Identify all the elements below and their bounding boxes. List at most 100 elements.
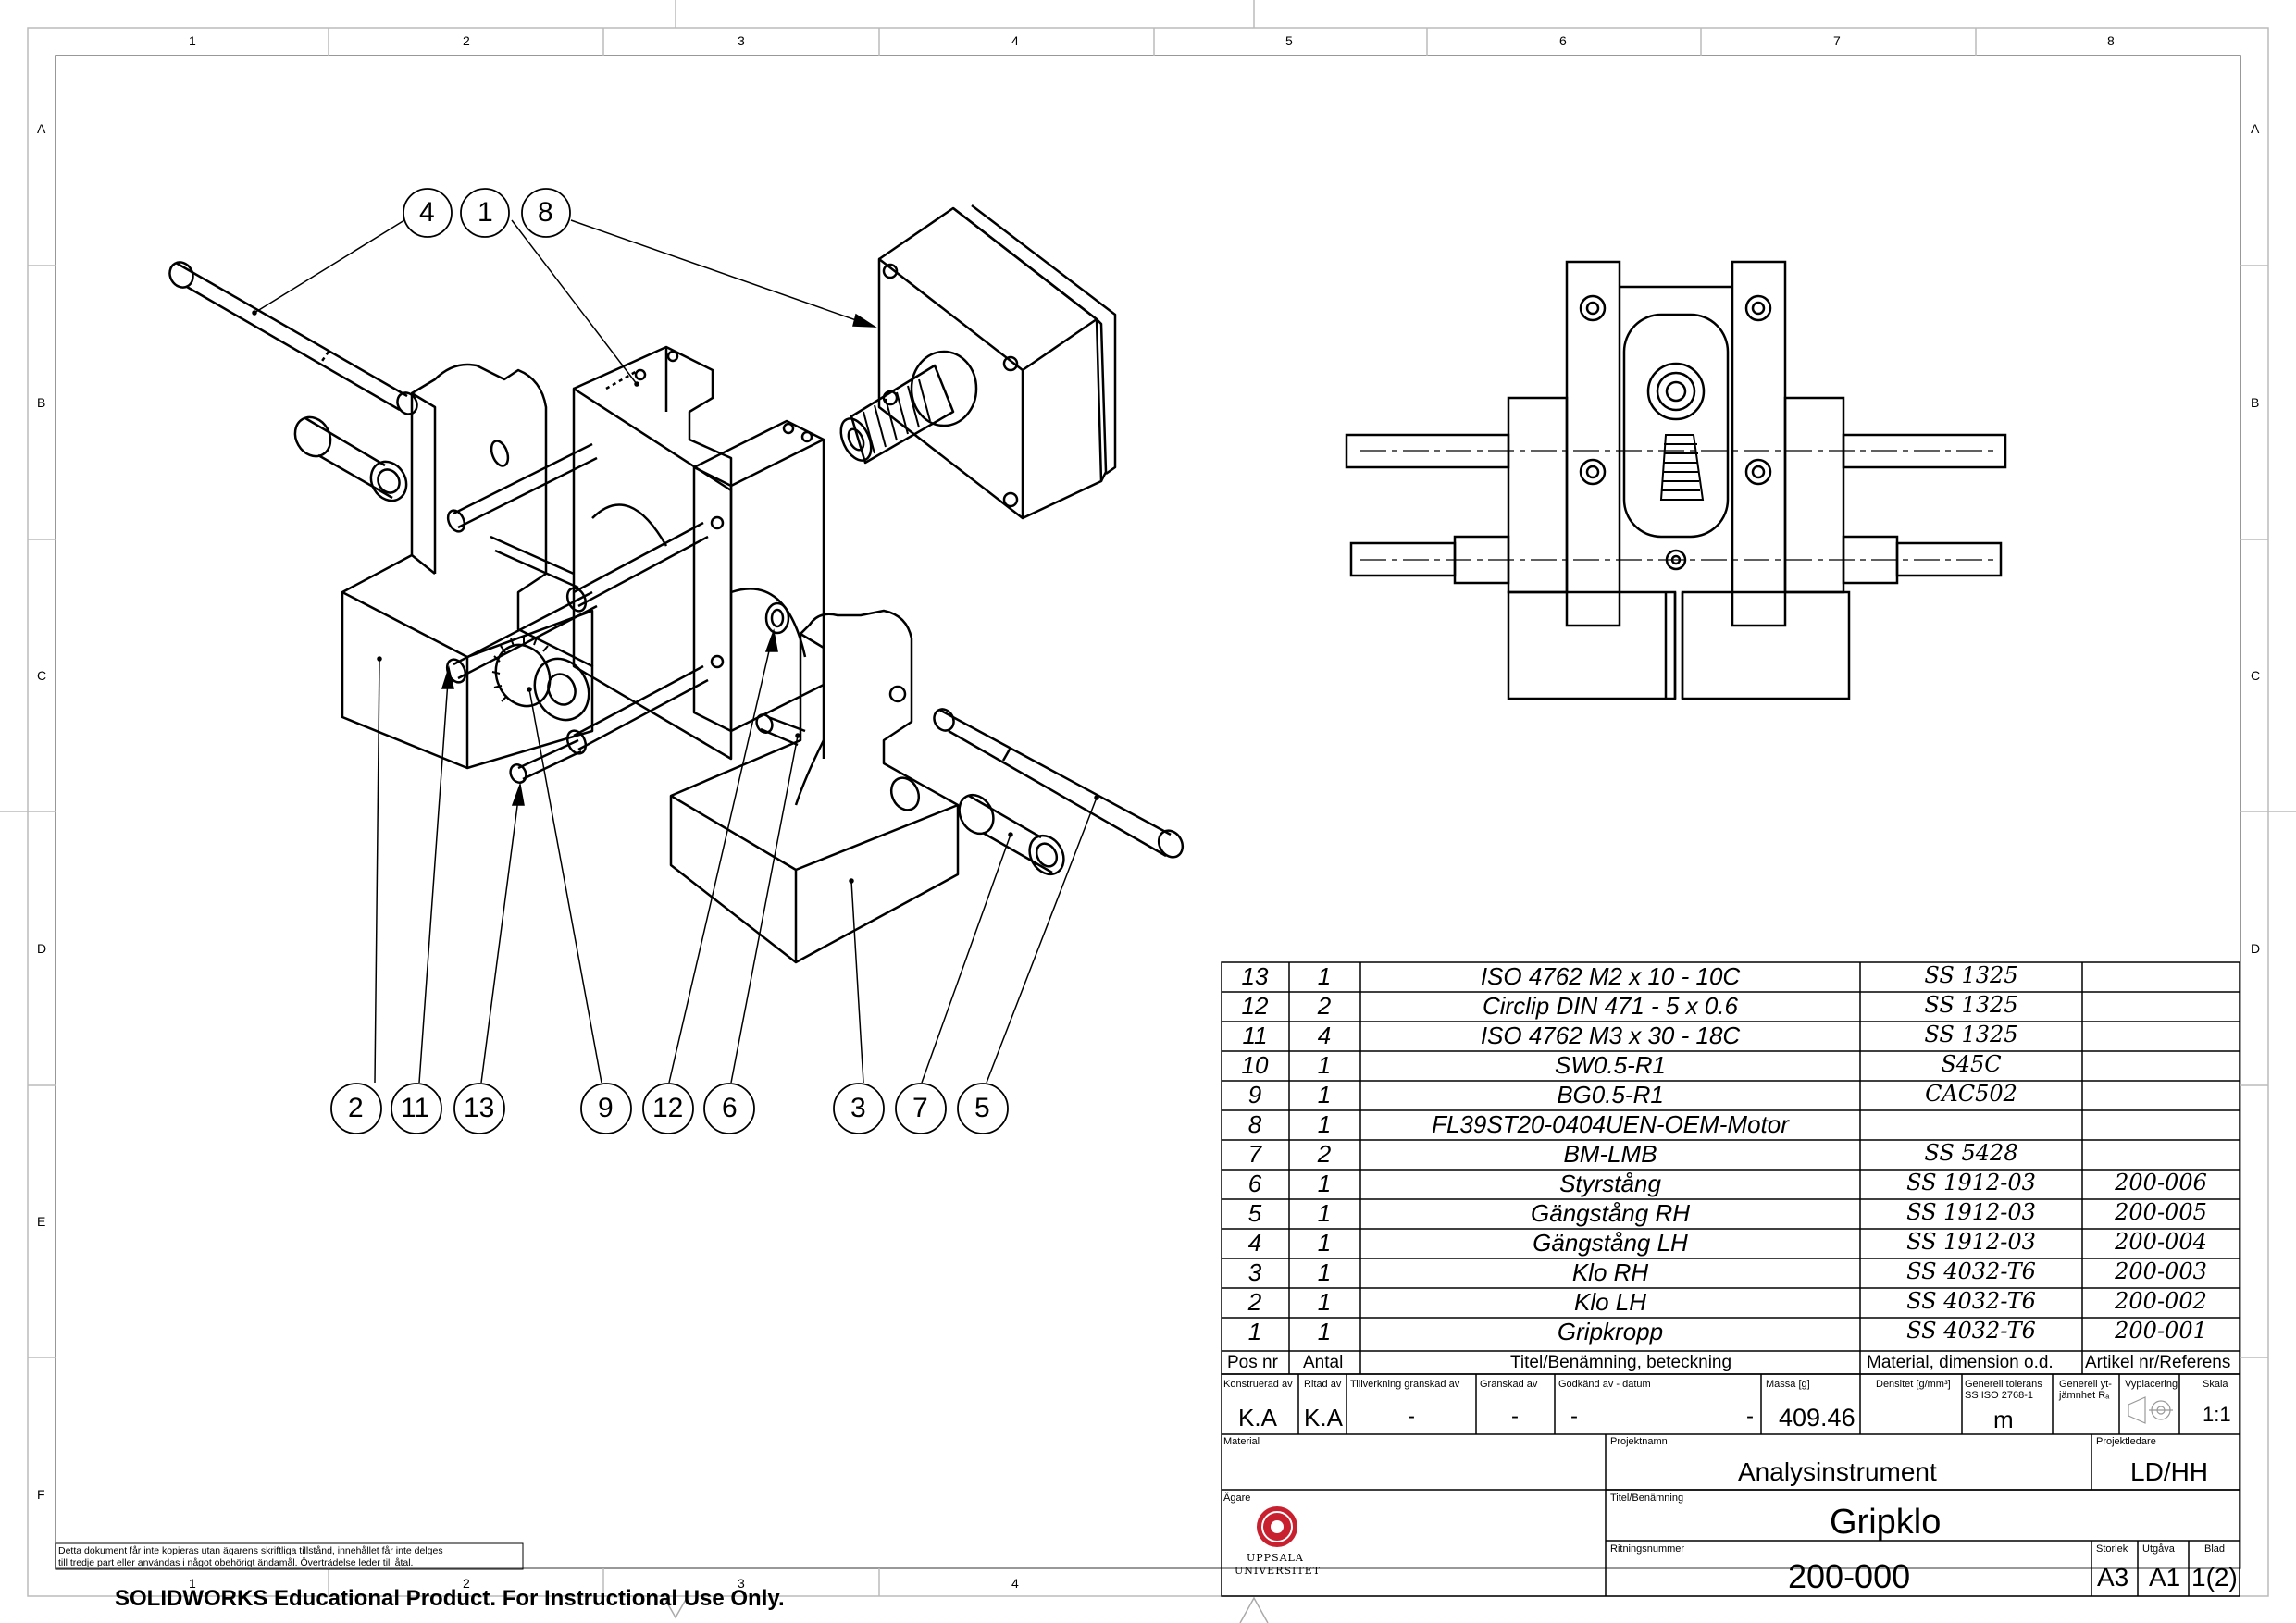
bom-cell-pos: 6	[1247, 1170, 1262, 1197]
bom-cell-title: BG0.5-R1	[1557, 1081, 1664, 1109]
label-tolerans-standard: SS ISO 2768-1	[1965, 1390, 2033, 1401]
label-densitet: Densitet [g/mm³]	[1876, 1379, 1951, 1390]
bom-cell-pos: 9	[1247, 1081, 1262, 1109]
bom-cell-material: SS 5428	[1924, 1140, 2018, 1166]
motor-mount-plate	[692, 419, 825, 733]
view-placement-symbol	[2128, 1396, 2173, 1424]
bom-cell-pos: 13	[1241, 962, 1269, 990]
copyright-notice-line1: Detta dokument får inte kopieras utan äg…	[58, 1545, 443, 1556]
bom-cell-ref: 200-005	[2115, 1199, 2207, 1225]
zone-row-f-left: F	[37, 1487, 45, 1502]
bom-header-pos: Pos nr	[1227, 1353, 1278, 1372]
zone-row-d-left: D	[37, 941, 47, 956]
bom-cell-pos: 1	[1247, 1318, 1262, 1345]
notice-box	[55, 1542, 524, 1570]
bom-cell-qty: 1	[1317, 1110, 1332, 1138]
label-konstruerad: Konstruerad av	[1223, 1379, 1293, 1390]
bom-cell-title: ISO 4762 M2 x 10 - 10C	[1480, 962, 1741, 990]
bom-cell-title: SW0.5-R1	[1555, 1051, 1666, 1079]
uppsala-logo-line2: UNIVERSITET	[1235, 1565, 1322, 1577]
gear	[491, 636, 590, 722]
value-blad: 1(2)	[2191, 1563, 2238, 1592]
bom-cell-qty: 1	[1317, 1258, 1332, 1286]
bom-header-title: Titel/Benämning, beteckning	[1510, 1353, 1732, 1372]
bushing-left	[293, 415, 408, 502]
bom-cell-qty: 2	[1317, 992, 1332, 1020]
balloon-13: 13	[464, 1093, 495, 1123]
balloon-9: 9	[598, 1093, 614, 1123]
bom-cell-qty: 1	[1317, 1199, 1332, 1227]
guide-rod	[755, 713, 806, 747]
bom-cell-material: SS 1325	[1924, 1022, 2018, 1047]
jaw-rh	[669, 609, 960, 964]
zone-col-3: 3	[738, 33, 745, 48]
bom-cell-pos: 11	[1242, 1022, 1268, 1049]
bom-cell-pos: 2	[1247, 1288, 1262, 1316]
bom-cell-qty: 4	[1317, 1022, 1332, 1049]
bom-cell-material: SS 1325	[1924, 962, 2018, 988]
label-tolerans: Generell tolerans	[1965, 1379, 2042, 1390]
value-titel: Gripklo	[1830, 1503, 1942, 1542]
zone-col-bottom-3: 3	[738, 1576, 745, 1591]
bushing-right	[958, 793, 1065, 876]
value-godkand-datum: -	[1746, 1404, 1754, 1429]
bom-cell-title: Gängstång LH	[1533, 1229, 1688, 1257]
copyright-notice-line2: till tredje part eller användas i något …	[58, 1557, 414, 1568]
zone-col-bottom-2: 2	[463, 1576, 470, 1591]
bom-cell-pos: 8	[1247, 1110, 1262, 1138]
bom-cell-pos: 10	[1241, 1051, 1269, 1079]
bom-cell-title: Klo LH	[1573, 1288, 1647, 1316]
bom-cell-title: Styrstång	[1559, 1170, 1661, 1197]
balloon-1: 1	[478, 197, 493, 228]
bom-cell-pos: 12	[1241, 992, 1269, 1020]
bom-cell-material: SS 1912-03	[1906, 1199, 2036, 1225]
zone-col-1: 1	[189, 33, 196, 48]
centerlines	[1360, 450, 1999, 561]
label-ritad: Ritad av	[1304, 1379, 1342, 1390]
bom-cell-ref: 200-002	[2115, 1288, 2207, 1314]
zone-row-b-right: B	[2251, 395, 2260, 410]
centering-marks	[664, 1596, 1269, 1623]
balloon-7: 7	[912, 1093, 928, 1123]
bom-cell-pos: 3	[1247, 1258, 1262, 1286]
bom-cell-qty: 1	[1317, 1170, 1332, 1197]
bolt-heads	[1579, 294, 1772, 486]
value-konstruerad: K.A	[1238, 1404, 1277, 1431]
bom-cell-material: CAC502	[1925, 1081, 2017, 1107]
bom-cell-ref: 200-006	[2115, 1170, 2207, 1196]
label-vyplacering: Vyplacering	[2125, 1379, 2178, 1390]
balloon-12: 12	[652, 1093, 684, 1123]
balloon-6: 6	[722, 1093, 738, 1123]
zone-row-d-right: D	[2251, 941, 2261, 956]
bom-header-material: Material, dimension o.d.	[1867, 1353, 2054, 1372]
zone-col-bottom-1: 1	[189, 1576, 196, 1591]
bom-cell-material: SS 4032-T6	[1906, 1258, 2036, 1284]
bom-cell-qty: 1	[1317, 1229, 1332, 1257]
front-view	[1345, 260, 2007, 700]
bom-cell-qty: 1	[1317, 1288, 1332, 1316]
bom-cell-title: Gripkropp	[1557, 1318, 1664, 1345]
balloon-8: 8	[538, 197, 553, 228]
bom-cell-qty: 1	[1317, 1318, 1332, 1345]
label-projektledare: Projektledare	[2096, 1436, 2156, 1447]
zone-col-bottom-4: 4	[1011, 1576, 1019, 1591]
threaded-rod-lh	[168, 261, 418, 415]
zone-row-c-right: C	[2251, 668, 2261, 683]
label-tillverkning: Tillverkning granskad av	[1350, 1379, 1460, 1390]
bom-cell-qty: 1	[1317, 1051, 1332, 1079]
bom-cell-qty: 1	[1317, 1081, 1332, 1109]
label-blad: Blad	[2204, 1543, 2226, 1555]
label-ritningsnummer: Ritningsnummer	[1610, 1543, 1685, 1555]
zone-col-8: 8	[2107, 33, 2115, 48]
bom-cell-material: SS 1325	[1924, 992, 2018, 1018]
solidworks-watermark: SOLIDWORKS Educational Product. For Inst…	[115, 1586, 785, 1611]
bom-cell-title: ISO 4762 M3 x 30 - 18C	[1480, 1022, 1741, 1049]
label-godkand: Godkänd av - datum	[1558, 1379, 1651, 1390]
bom-cell-qty: 1	[1317, 962, 1332, 990]
value-projektledare: LD/HH	[2130, 1457, 2209, 1486]
bom-cell-ref: 200-001	[2115, 1318, 2207, 1344]
balloon-11: 11	[401, 1093, 430, 1123]
label-ytjamnhet: Generell yt-	[2059, 1379, 2112, 1390]
label-material: Material	[1223, 1436, 1260, 1447]
